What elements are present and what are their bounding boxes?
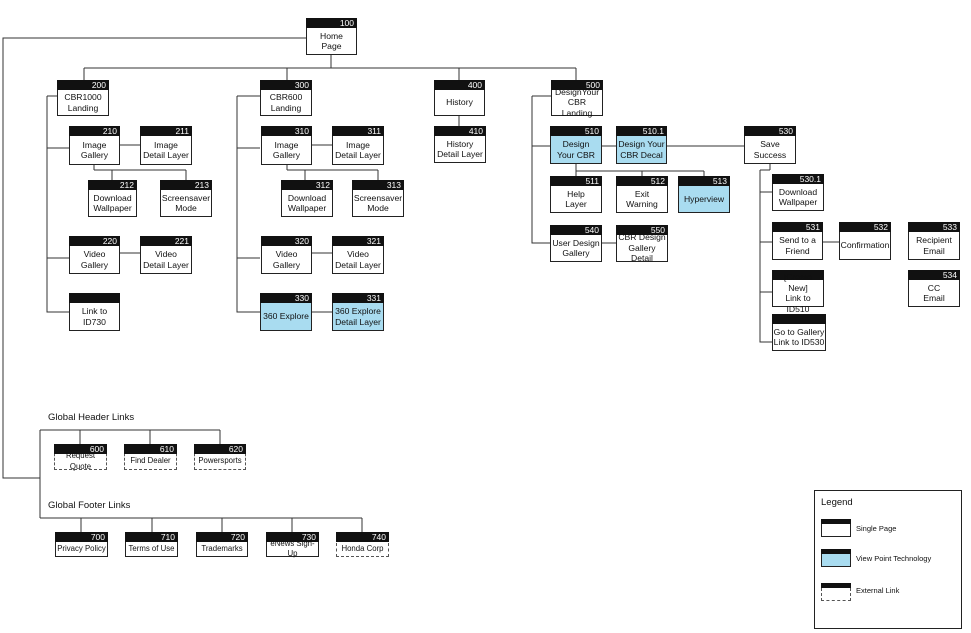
legend-label-external: External Link bbox=[856, 586, 900, 595]
legend-label-single: Single Page bbox=[856, 524, 897, 533]
node-534: 534 CC Email bbox=[908, 270, 960, 307]
node-212: 212 Download Wallpaper bbox=[88, 180, 137, 217]
node-500: 500 DesignYour CBR Landing bbox=[551, 80, 603, 118]
node-221: 221 Video Detail Layer bbox=[140, 236, 192, 274]
node-create-new-link: [Create New] Link to ID510 bbox=[772, 270, 824, 314]
node-512: 512 Exit Warning bbox=[616, 176, 668, 213]
global-header-title: Global Header Links bbox=[48, 412, 135, 423]
node-740: 740 Honda Corp bbox=[336, 532, 389, 557]
node-513: 513 Hyperview bbox=[678, 176, 730, 213]
node-532: 532 Confirmation bbox=[839, 222, 891, 260]
node-400: 400 History bbox=[434, 80, 485, 116]
node-311: 311 Image Detail Layer bbox=[332, 126, 384, 165]
node-410: 410 History Detail Layer bbox=[434, 126, 486, 163]
node-312: 312 Download Wallpaper bbox=[281, 180, 333, 217]
legend-swatch-single bbox=[821, 519, 851, 537]
node-213: 213 Screensaver Mode bbox=[160, 180, 212, 217]
node-533: 533 Recipient Email bbox=[908, 222, 960, 260]
node-331: 331 360 Explore Detail Layer bbox=[332, 293, 384, 331]
node-211: 211 Image Detail Layer bbox=[140, 126, 192, 165]
legend-swatch-vpt bbox=[821, 549, 851, 567]
node-540: 540 User Design Gallery bbox=[550, 225, 602, 262]
node-321: 321 Video Detail Layer bbox=[332, 236, 384, 274]
node-600: 600 Request Quote bbox=[54, 444, 107, 471]
legend: Legend Single Page View Point Technology… bbox=[814, 490, 962, 629]
node-700: 700 Privacy Policy bbox=[55, 532, 108, 557]
global-footer-title: Global Footer Links bbox=[48, 500, 131, 511]
legend-title: Legend bbox=[821, 497, 853, 508]
node-550: 550 CBR Design Gallery Detail bbox=[616, 225, 668, 263]
node-330: 330 360 Explore bbox=[260, 293, 312, 331]
legend-swatch-external bbox=[821, 583, 851, 601]
node-510-1: 510.1 Design Your CBR Decal bbox=[616, 126, 667, 164]
node-link-id730: Link to ID730 bbox=[69, 293, 120, 331]
node-610: 610 Find Dealer bbox=[124, 444, 177, 470]
node-710: 710 Terms of Use bbox=[125, 532, 178, 557]
node-620: 620 Powersports bbox=[194, 444, 246, 470]
node-200: 200 CBR1000 Landing bbox=[57, 80, 109, 116]
node-go-to-gallery-link: Go to Gallery Link to ID530 bbox=[772, 314, 826, 351]
legend-label-vpt: View Point Technology bbox=[856, 554, 932, 563]
node-220: 220 Video Gallery bbox=[69, 236, 120, 274]
node-511: 511 Help Layer bbox=[550, 176, 602, 213]
node-313: 313 Screensaver Mode bbox=[352, 180, 404, 217]
node-310: 310 Image Gallery bbox=[261, 126, 312, 165]
node-210: 210 Image Gallery bbox=[69, 126, 120, 165]
node-730: 730 eNews Sign-Up bbox=[266, 532, 319, 558]
node-100: 100 Home Page bbox=[306, 18, 357, 55]
node-530: 530 Save Success bbox=[744, 126, 796, 164]
node-510: 510 Design Your CBR bbox=[550, 126, 602, 164]
node-531: 531 Send to a Friend bbox=[772, 222, 823, 260]
node-320: 320 Video Gallery bbox=[261, 236, 312, 274]
node-530-1: 530.1 Download Wallpaper bbox=[772, 174, 824, 211]
node-720: 720 Trademarks bbox=[196, 532, 248, 557]
node-300: 300 CBR600 Landing bbox=[260, 80, 312, 116]
